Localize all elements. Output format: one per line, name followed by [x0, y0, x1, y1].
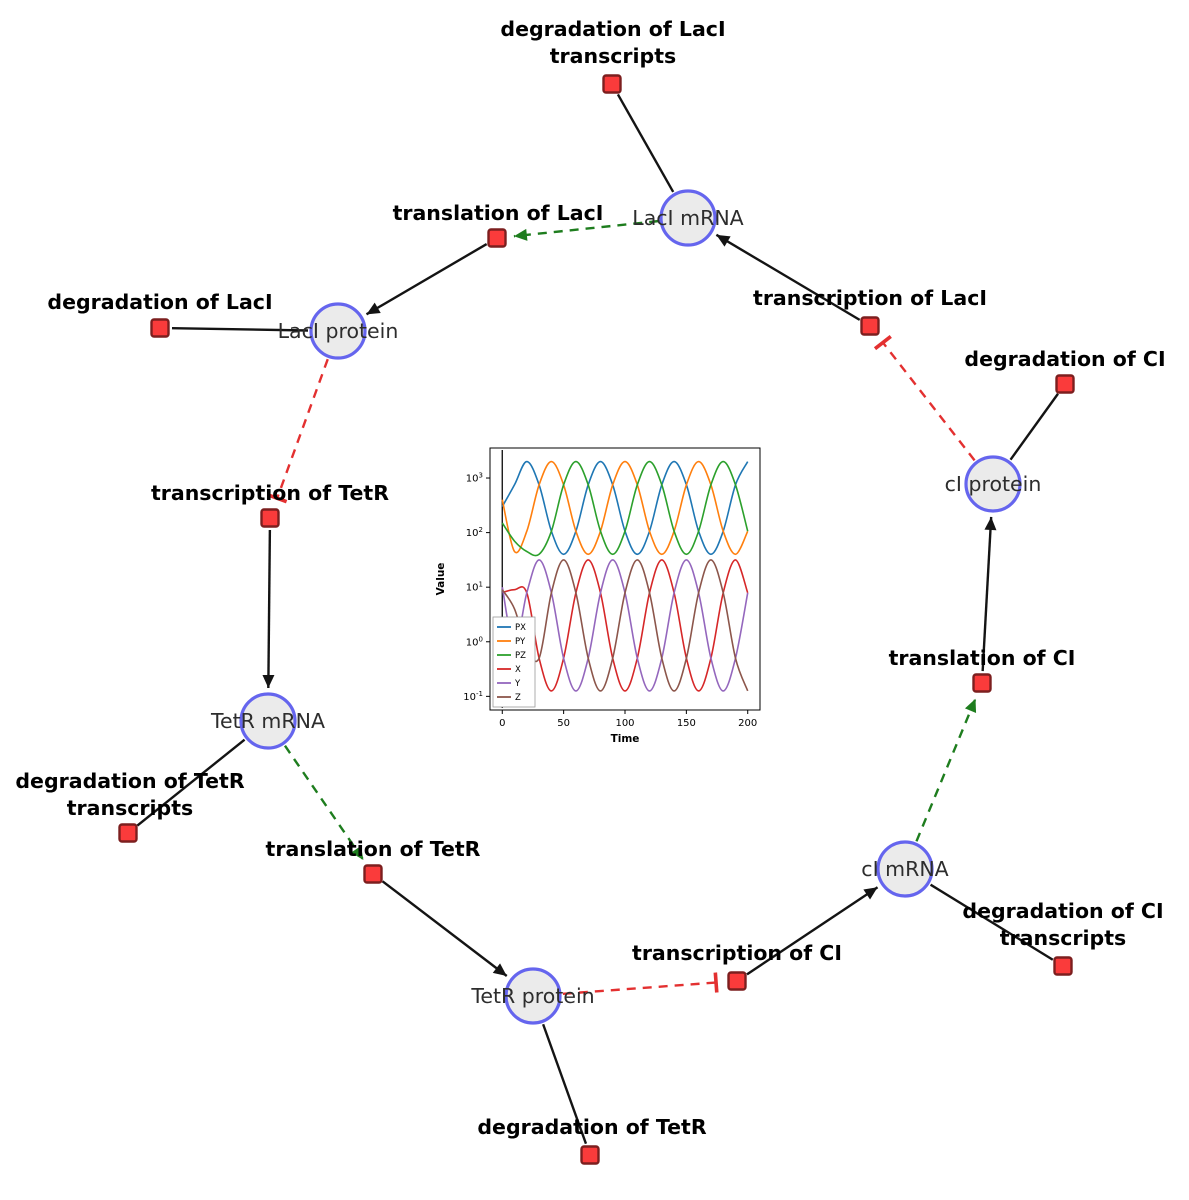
- series-PY: [501, 460, 749, 556]
- reaction-label-degTetRTx-1: transcripts: [67, 796, 194, 820]
- legend-label-PZ: PZ: [515, 651, 526, 661]
- reaction-label-degLacI: degradation of LacI: [47, 290, 272, 314]
- reaction-node-degTetR[interactable]: [580, 1145, 600, 1165]
- edge-line-degTetRTx-tetR_mRNA: [136, 738, 246, 827]
- y-tick-label: 10-1: [463, 690, 483, 703]
- reaction-label-txCI: transcription of CI: [632, 941, 842, 965]
- reaction-node-degCI[interactable]: [1055, 374, 1075, 394]
- reaction-label-degTetRTx-0: degradation of TetR: [15, 769, 244, 793]
- edge-inhibition-cI_protein-txLacI: [881, 341, 976, 462]
- inhibition-bar-tetR_protein-txCI: [713, 972, 719, 993]
- y-axis-label: Value: [435, 563, 447, 596]
- reaction-node-tlCI[interactable]: [972, 673, 992, 693]
- edge-line-degTetR-tetR_protein: [541, 1023, 588, 1145]
- x-tick-label: 50: [557, 718, 570, 729]
- series-PX: [501, 460, 749, 556]
- reaction-label-degLacITx-1: transcripts: [550, 44, 677, 68]
- reaction-label-degTetR: degradation of TetR: [477, 1115, 706, 1139]
- reaction-label-degCI: degradation of CI: [964, 347, 1165, 371]
- reaction-label-tlCI: translation of CI: [889, 646, 1076, 670]
- reaction-node-tlTetR[interactable]: [363, 864, 383, 884]
- reaction-label-tlLacI: translation of LacI: [393, 201, 604, 225]
- inhibition-bar-cI_protein-txLacI: [873, 335, 892, 351]
- reaction-node-degLacI[interactable]: [150, 318, 170, 338]
- edge-product-tlCI-cI_protein: [981, 516, 997, 672]
- x-tick-label: 150: [677, 718, 696, 729]
- species-label-cI_protein: cI protein: [945, 472, 1042, 496]
- edge-line-degLacITx-lacI_mRNA: [616, 93, 675, 193]
- edge-modifier-cI_mRNA-tlCI: [915, 698, 977, 842]
- legend-label-Z: Z: [515, 693, 521, 703]
- legend-label-PY: PY: [515, 637, 526, 647]
- species-label-lacI_protein: LacI protein: [278, 319, 399, 343]
- y-tick-label: 100: [466, 635, 483, 648]
- species-label-lacI_mRNA: LacI mRNA: [632, 206, 743, 230]
- series-X: [502, 559, 749, 692]
- reaction-node-degLacITx[interactable]: [602, 74, 622, 94]
- species-node-tetR_protein[interactable]: [504, 967, 562, 1025]
- species-node-cI_mRNA[interactable]: [876, 840, 934, 898]
- x-axis-label: Time: [611, 733, 640, 745]
- edge-product-txLacI-lacI_mRNA: [715, 233, 861, 321]
- species-node-lacI_protein[interactable]: [309, 302, 367, 360]
- x-tick-label: 0: [499, 718, 505, 729]
- y-tick-label: 101: [466, 581, 483, 594]
- species-label-tetR_protein: TetR protein: [470, 984, 594, 1008]
- series-Y: [501, 559, 749, 692]
- reaction-node-tlLacI[interactable]: [487, 228, 507, 248]
- x-tick-label: 200: [738, 718, 757, 729]
- edge-line-degCI-cI_protein: [1009, 393, 1059, 461]
- species-node-lacI_mRNA[interactable]: [659, 189, 717, 247]
- species-label-tetR_mRNA: TetR mRNA: [210, 709, 325, 733]
- edge-product-txCI-cI_mRNA: [746, 886, 879, 976]
- x-tick-label: 100: [615, 718, 634, 729]
- y-tick-label: 102: [466, 526, 483, 539]
- chart-legend-box: [492, 616, 536, 708]
- reaction-label-txTetR: transcription of TetR: [151, 481, 389, 505]
- legend-label-PX: PX: [515, 623, 526, 633]
- reaction-node-txCI[interactable]: [727, 971, 747, 991]
- reaction-label-degCITx-0: degradation of CI: [962, 899, 1163, 923]
- edge-product-txTetR-tetR_mRNA: [262, 529, 275, 689]
- series-PZ: [501, 460, 749, 557]
- legend-label-X: X: [515, 665, 521, 675]
- reaction-node-txLacI[interactable]: [860, 316, 880, 336]
- edge-product-tlLacI-lacI_protein: [365, 243, 488, 316]
- series-Z: [501, 559, 749, 692]
- legend-label-Y: Y: [514, 679, 521, 689]
- species-label-cI_mRNA: cI mRNA: [861, 857, 948, 881]
- reaction-label-txLacI: transcription of LacI: [753, 286, 987, 310]
- reaction-node-degCITx[interactable]: [1053, 956, 1073, 976]
- edge-product-tlTetR-tetR_protein: [381, 880, 508, 977]
- species-node-tetR_mRNA[interactable]: [239, 692, 297, 750]
- edge-line-degCITx-cI_mRNA: [929, 883, 1054, 961]
- y-tick-label: 103: [466, 472, 483, 485]
- edge-inhibition-lacI_protein-txTetR: [276, 358, 329, 499]
- inhibition-bar-lacI_protein-txTetR: [267, 493, 288, 504]
- species-node-cI_protein[interactable]: [964, 455, 1022, 513]
- reaction-label-tlTetR: translation of TetR: [266, 837, 481, 861]
- reaction-label-degLacITx-0: degradation of LacI: [500, 17, 725, 41]
- edge-modifier-lacI_mRNA-tlLacI: [513, 219, 659, 241]
- reaction-label-degCITx-1: transcripts: [1000, 926, 1127, 950]
- edge-line-degLacI-lacI_protein: [171, 327, 309, 332]
- reaction-node-txTetR[interactable]: [260, 508, 280, 528]
- reaction-node-degTetRTx[interactable]: [118, 823, 138, 843]
- edge-modifier-tetR_mRNA-tlTetR: [283, 745, 365, 861]
